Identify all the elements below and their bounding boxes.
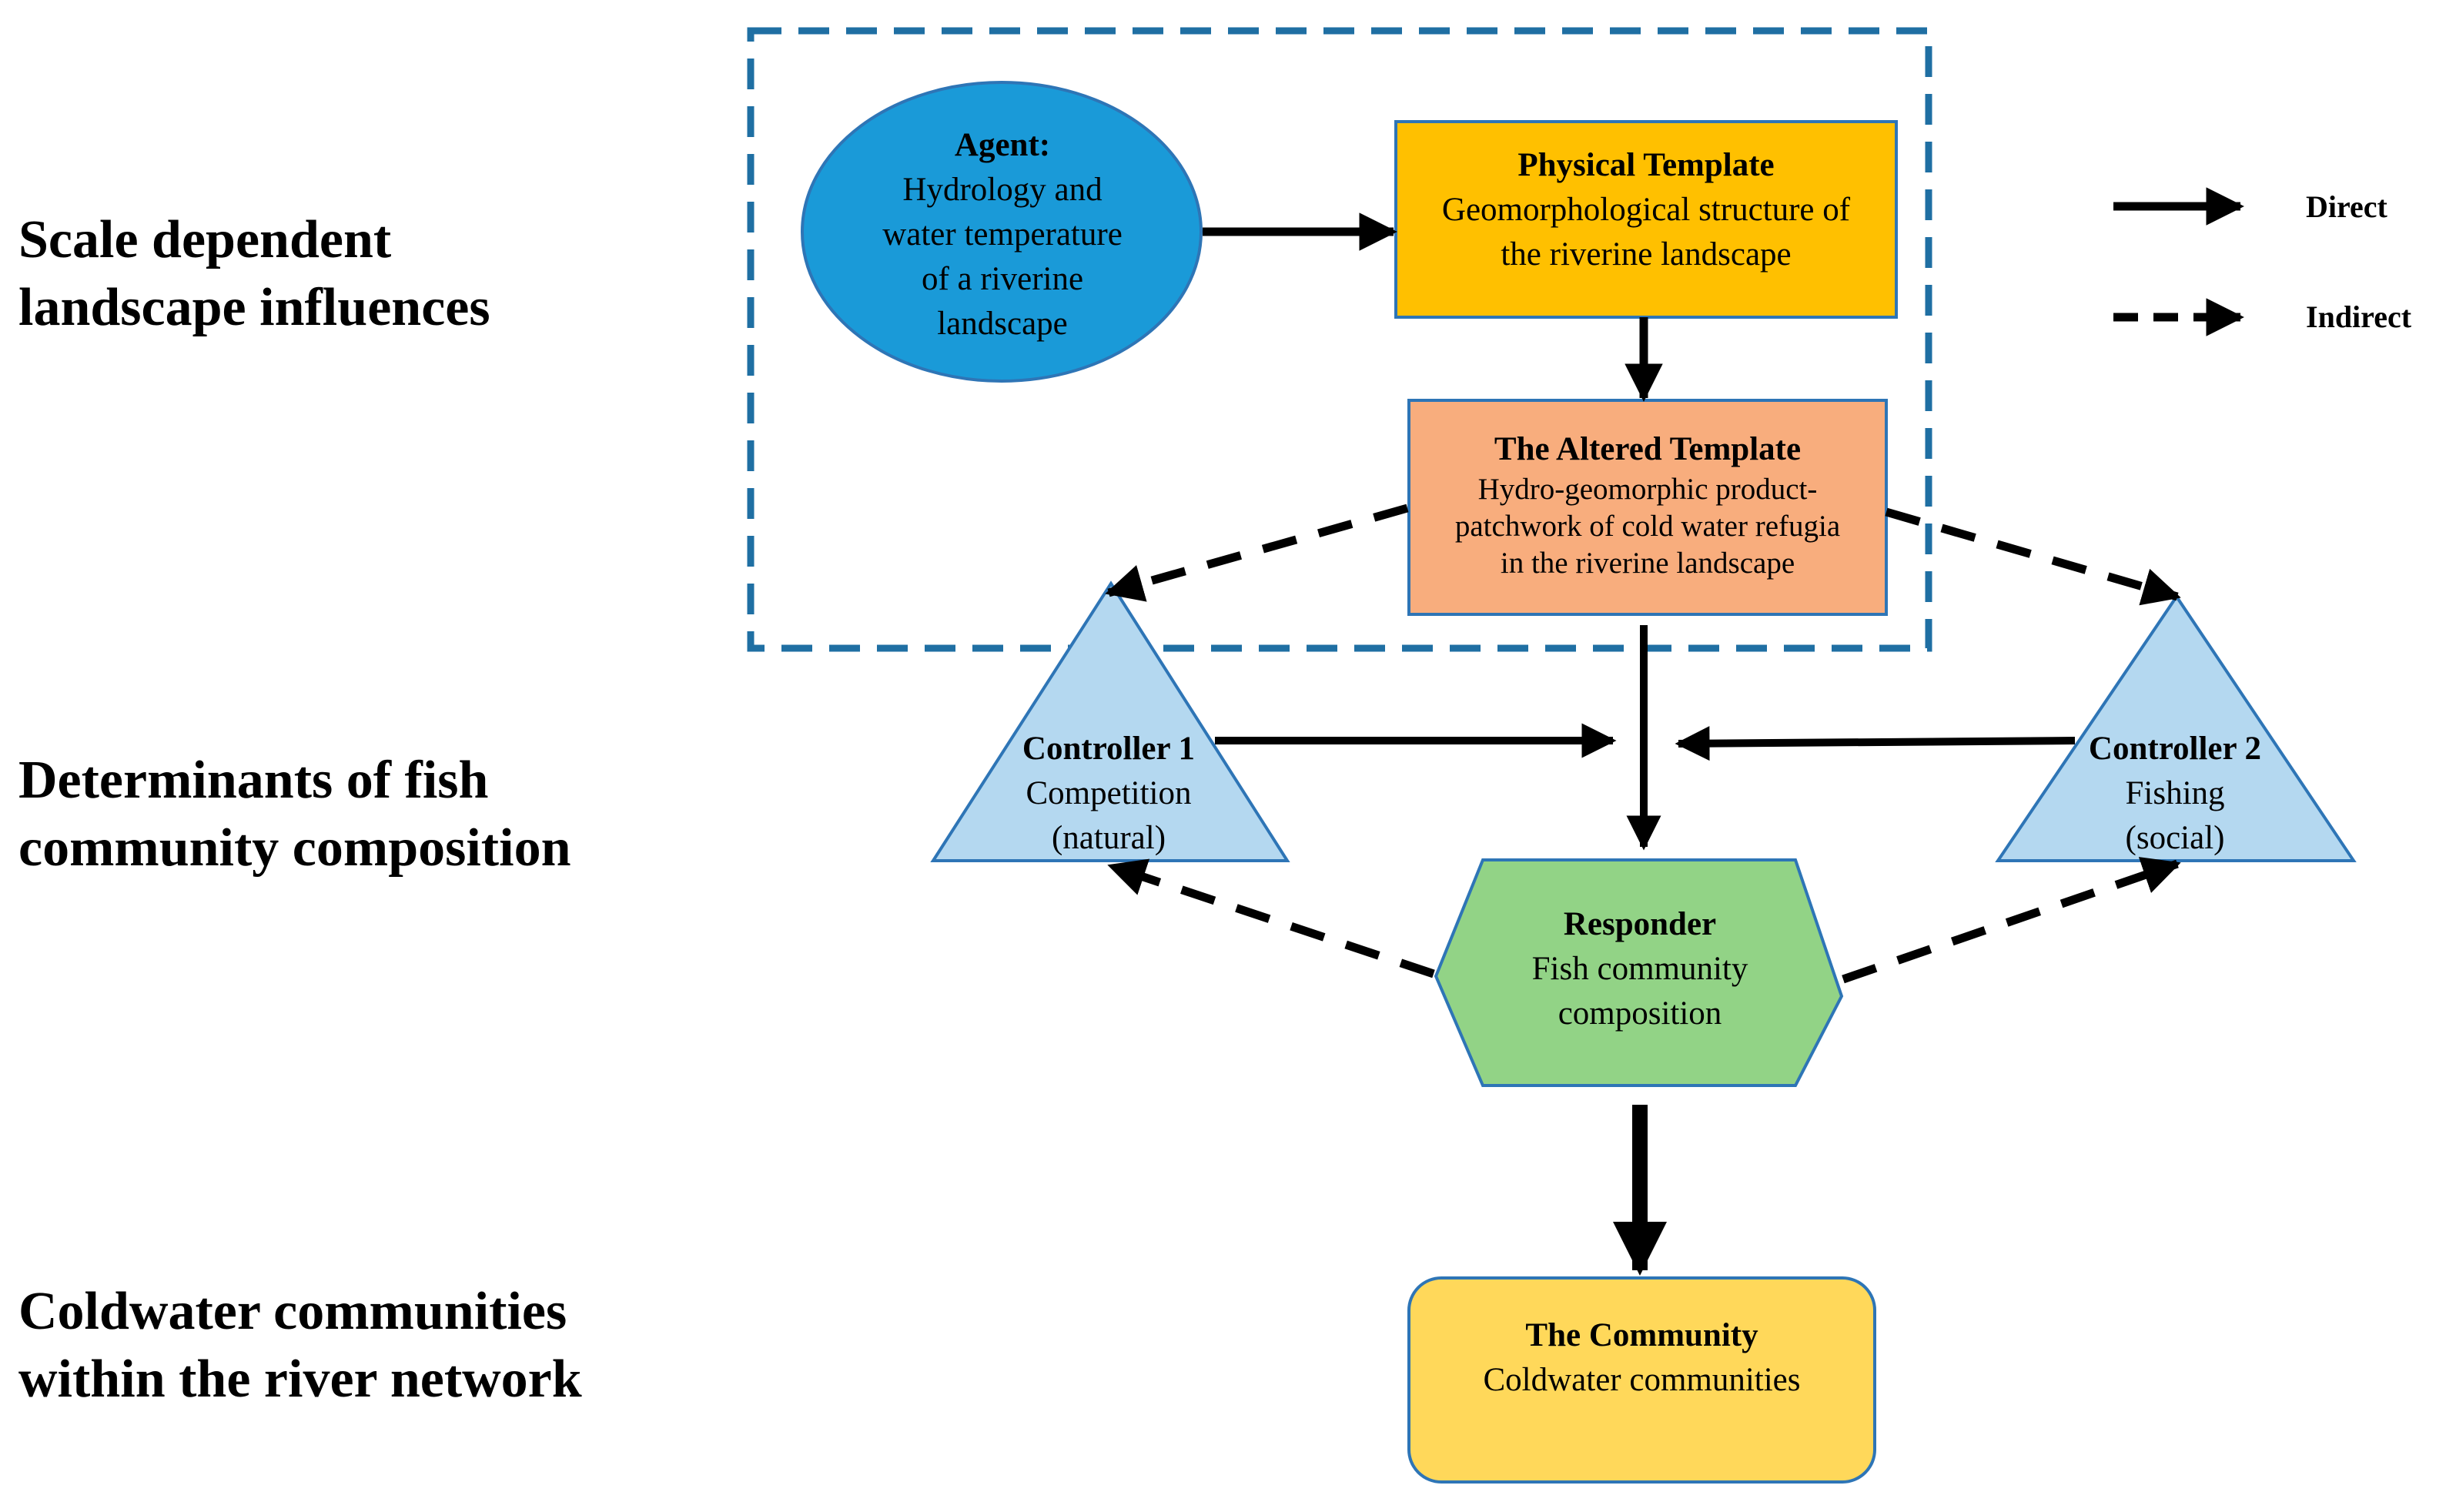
row-label-coldwater: Coldwater communities within the river n… xyxy=(18,1282,582,1409)
controller-1-title: Controller 1 xyxy=(1022,731,1196,767)
altered-template-node xyxy=(1407,399,1888,616)
agent-node xyxy=(801,81,1203,383)
responder-node xyxy=(1434,858,1844,1087)
responder-title: Responder xyxy=(1563,906,1717,942)
row-label-landscape: Scale dependent landscape influences xyxy=(18,210,490,337)
arrow-controller2-to-axis xyxy=(1675,726,2076,761)
physical-template-title: Physical Template xyxy=(1517,147,1775,183)
dashed-arrow-responder-to-controller1 xyxy=(1107,858,1435,978)
responder-label: Responder Fish community composition xyxy=(1447,902,1832,1036)
community-title: The Community xyxy=(1525,1317,1758,1353)
altered-template-title: The Altered Template xyxy=(1494,431,1802,467)
controller-2-label: Controller 2 Fishing (social) xyxy=(2021,727,2329,861)
dashed-arrow-altered-to-controller2 xyxy=(1885,507,2181,606)
agent-label: Agent: Hydrology and water temperature o… xyxy=(818,123,1187,346)
scale-boundary xyxy=(747,27,1932,652)
community-node xyxy=(1407,1276,1876,1484)
dashed-arrow-altered-to-controller1 xyxy=(1105,503,1409,602)
dashed-arrow-responder-to-controller2 xyxy=(1842,857,2181,984)
controller-2-title: Controller 2 xyxy=(2088,731,2262,767)
agent-title: Agent: xyxy=(954,127,1051,163)
physical-template-label: Physical Template Geomorphological struc… xyxy=(1396,143,1896,277)
legend-direct-label: Direct xyxy=(2306,189,2387,224)
altered-template-label: The Altered Template Hydro-geomorphic pr… xyxy=(1409,428,1886,582)
legend-indirect-label: Indirect xyxy=(2306,299,2412,334)
community-label: The Community Coldwater communities xyxy=(1409,1313,1875,1403)
physical-template-node xyxy=(1394,120,1898,319)
controller-1-label: Controller 1 Competition (natural) xyxy=(955,727,1263,861)
row-label-determinants: Determinants of fish community compositi… xyxy=(18,751,571,878)
